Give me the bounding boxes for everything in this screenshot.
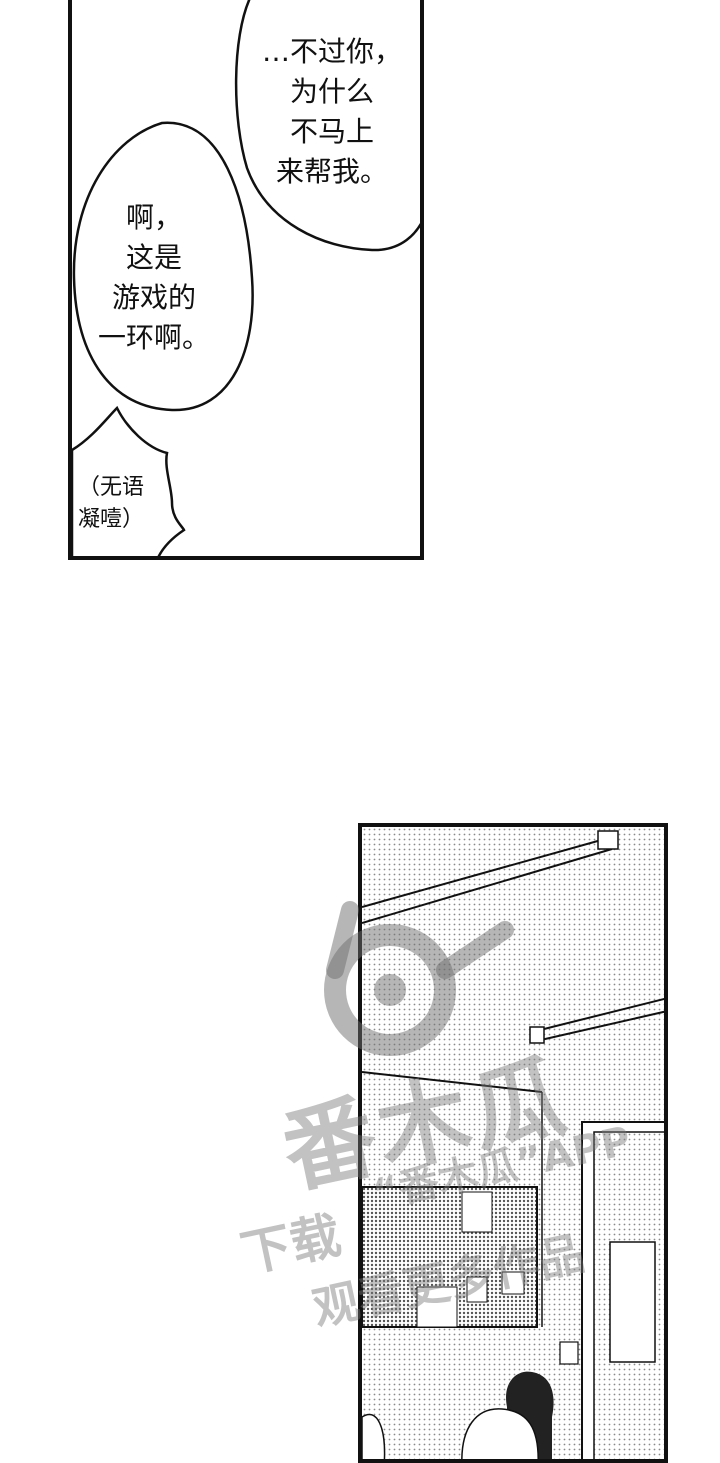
classroom-illustration bbox=[362, 827, 664, 1459]
aside-text: （无语 凝噎） bbox=[78, 472, 144, 536]
dialogue-line: …不过你， bbox=[262, 35, 403, 68]
ceiling-light-upper bbox=[362, 830, 619, 924]
dialogue-line: 来帮我。 bbox=[276, 155, 389, 188]
dialogue-line: 不马上 bbox=[290, 115, 375, 148]
speech-bubble-left-outline bbox=[72, 121, 254, 412]
dialogue-right: …不过你， 为什么 不马上 来帮我。 bbox=[262, 32, 402, 192]
dialogue-left: 啊， 这是 游戏的 一环啊。 bbox=[98, 198, 210, 358]
aside-line: （无语 bbox=[78, 475, 145, 500]
light-switch bbox=[559, 1341, 579, 1365]
wall-ledge bbox=[362, 1071, 543, 1093]
door-frame bbox=[581, 1121, 664, 1459]
aside-bubble-outline bbox=[72, 405, 186, 556]
manga-panel-bottom bbox=[358, 823, 668, 1463]
dialogue-line: 一环啊。 bbox=[98, 321, 211, 354]
watermark-download: 下载 bbox=[235, 1206, 346, 1284]
dialogue-line: 为什么 bbox=[290, 75, 375, 108]
ceiling-light-lower bbox=[529, 997, 664, 1044]
dialogue-line: 游戏的 bbox=[112, 281, 197, 314]
speech-bubbles-art bbox=[72, 0, 420, 556]
aside-line: 凝噎） bbox=[78, 507, 145, 532]
speech-bubble-right-outline bbox=[234, 0, 420, 252]
manga-panel-top: …不过你， 为什么 不马上 来帮我。 啊， 这是 游戏的 一环啊。 （无语 凝噎… bbox=[68, 0, 424, 560]
dialogue-line: 啊， bbox=[126, 201, 183, 234]
dialogue-line: 这是 bbox=[126, 241, 183, 274]
